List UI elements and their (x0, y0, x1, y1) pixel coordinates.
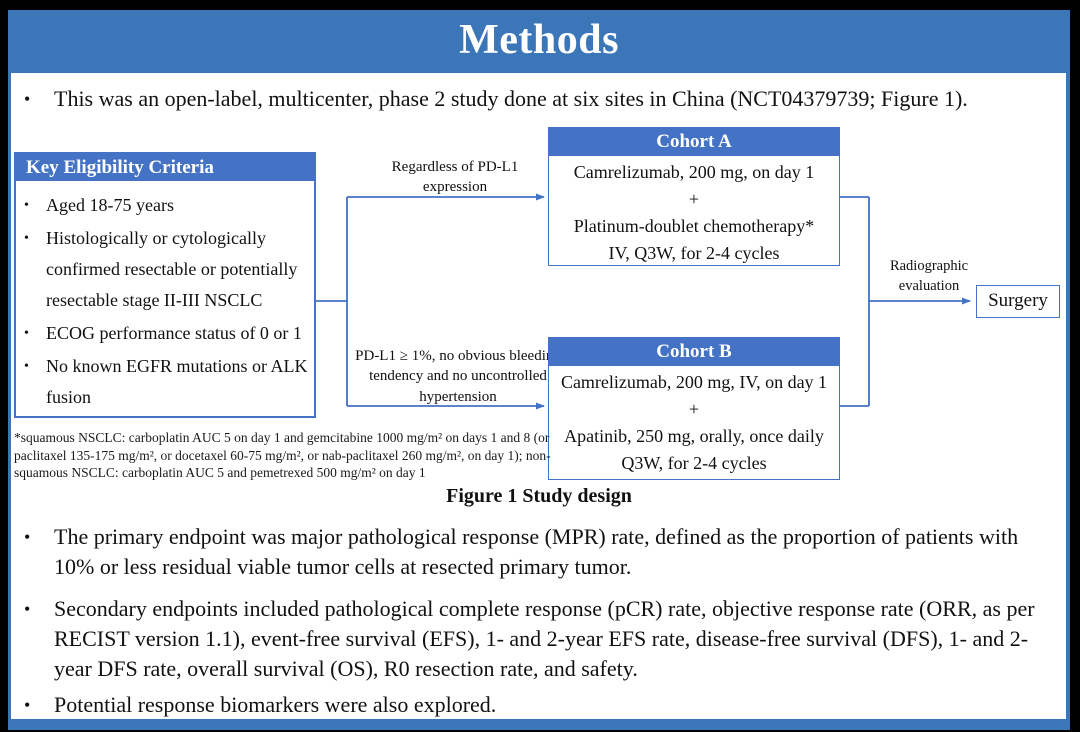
figure-caption: Figure 1 Study design (446, 485, 632, 507)
intro-bullet: • This was an open-label, multicenter, p… (22, 84, 1062, 114)
cohort-b-line: Q3W, for 2-4 cycles (621, 453, 767, 473)
eligibility-item-text: ECOG performance status of 0 or 1 (46, 323, 302, 343)
primary-endpoint-bullet: • The primary endpoint was major patholo… (22, 522, 1058, 582)
cohort-a-line: + (688, 189, 700, 209)
branch-label-top: Regardless of PD-L1 expression (391, 159, 519, 196)
cohort-a-box: Cohort A Camrelizumab, 200 mg, on day 1 … (548, 127, 840, 266)
list-item: • Aged 18-75 years (24, 190, 312, 221)
slide-border-right (1066, 10, 1070, 730)
list-item: • Histologically or cytologically confir… (24, 223, 312, 316)
bullet-icon: • (24, 198, 29, 213)
bullet-icon: • (24, 359, 29, 374)
cohort-b-box: Cohort B Camrelizumab, 200 mg, IV, on da… (548, 337, 840, 480)
eligibility-box: Key Eligibility Criteria • Aged 18-75 ye… (14, 152, 316, 418)
biomarkers-bullet: • Potential response biomarkers were als… (22, 690, 1058, 720)
branch-label-bottom: PD-L1 ≥ 1%, no obvious bleeding tendency… (355, 348, 561, 405)
eligibility-item-text: No known EGFR mutations or ALK fusion (46, 356, 308, 407)
title-band: Methods (8, 10, 1070, 73)
bullet-icon: • (24, 695, 31, 715)
bullet-icon: • (24, 599, 31, 619)
eligibility-item-text: Aged 18-75 years (46, 195, 174, 215)
bullet-icon: • (24, 231, 29, 246)
secondary-endpoints-bullet: • Secondary endpoints included pathologi… (22, 594, 1058, 684)
cohort-a-line: Camrelizumab, 200 mg, on day 1 (573, 162, 815, 182)
bullet-icon: • (24, 326, 29, 341)
page-title: Methods (459, 17, 619, 63)
bullet-icon: • (24, 527, 31, 547)
intro-bullet-text: This was an open-label, multicenter, pha… (54, 86, 968, 111)
cohort-b-line: + (688, 399, 700, 419)
list-item: • No known EGFR mutations or ALK fusion (24, 351, 312, 413)
cohort-b-body: Camrelizumab, 200 mg, IV, on day 1 + Apa… (549, 366, 839, 477)
surgery-box: Surgery (976, 285, 1060, 318)
cohort-b-line: Apatinib, 250 mg, orally, once daily (564, 426, 824, 446)
eligibility-item-text: Histologically or cytologically confirme… (46, 228, 298, 310)
cohort-a-line: Platinum-doublet chemotherapy* (573, 216, 815, 236)
list-item: • ECOG performance status of 0 or 1 (24, 318, 312, 349)
slide-border-left (8, 10, 11, 730)
cohort-a-line: IV, Q3W, for 2-4 cycles (608, 243, 780, 263)
cohort-b-line: Camrelizumab, 200 mg, IV, on day 1 (560, 372, 828, 392)
secondary-endpoints-text: Secondary endpoints included pathologica… (54, 596, 1035, 681)
cohort-b-header: Cohort B (549, 338, 839, 366)
cohort-a-body: Camrelizumab, 200 mg, on day 1 + Platinu… (549, 156, 839, 267)
primary-endpoint-text: The primary endpoint was major pathologi… (54, 524, 1019, 579)
radiographic-evaluation-label: Radiographic evaluation (889, 258, 969, 294)
biomarkers-text: Potential response biomarkers were also … (54, 692, 497, 717)
chemotherapy-footnote: *squamous NSCLC: carboplatin AUC 5 on da… (14, 430, 551, 481)
slide: Methods • This was an open-label, multic… (8, 10, 1070, 730)
eligibility-header: Key Eligibility Criteria (16, 154, 314, 181)
bullet-icon: • (24, 89, 31, 109)
cohort-a-header: Cohort A (549, 128, 839, 156)
slide-footer-bar (8, 719, 1070, 730)
eligibility-list: • Aged 18-75 years • Histologically or c… (16, 181, 314, 413)
